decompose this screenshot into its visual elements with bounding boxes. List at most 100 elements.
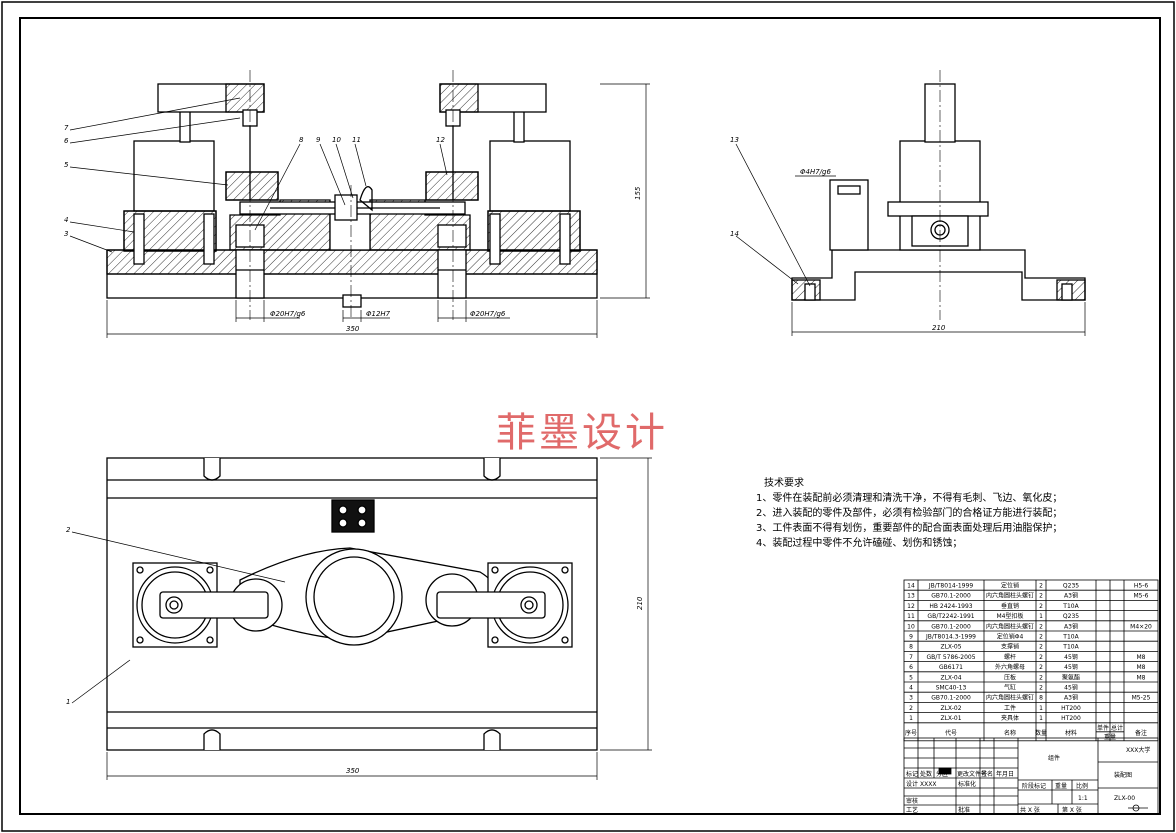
bom-cell-no: 1 bbox=[909, 715, 913, 722]
tb-sign: 签名 bbox=[981, 770, 993, 778]
balloon-11: 11 bbox=[352, 136, 361, 144]
dim-top-height: 210 bbox=[636, 596, 644, 610]
bom-cell-qty: 2 bbox=[1039, 593, 1043, 600]
bom-cell-qty: 2 bbox=[1039, 603, 1043, 610]
bom-cell-note: M8 bbox=[1137, 674, 1146, 681]
bom-table bbox=[903, 579, 1159, 742]
bom-cell-note: M8 bbox=[1137, 654, 1146, 661]
tb-std: 标准化 bbox=[958, 780, 976, 788]
balloon-6: 6 bbox=[64, 137, 69, 145]
bom-cell-mat: T10A bbox=[1062, 634, 1079, 641]
tech-item: 4、装配过程中零件不允许磕碰、划伤和锈蚀； bbox=[756, 538, 963, 549]
bom-cell-code: HB 2424-1993 bbox=[929, 603, 972, 610]
bom-cell-name: 内六角圆柱头螺钉 bbox=[986, 592, 1034, 600]
tb-scale-val: 1:1 bbox=[1078, 795, 1088, 802]
bom-cell-qty: 2 bbox=[1039, 634, 1043, 641]
dim-side-fit: Φ4H7/g6 bbox=[800, 168, 831, 176]
bom-cell-no: 4 bbox=[909, 685, 913, 692]
balloon-2: 2 bbox=[66, 526, 71, 534]
bom-cell-note: H5-6 bbox=[1134, 583, 1148, 590]
bom-cell-name: 内六角圆柱头螺钉 bbox=[986, 694, 1034, 702]
bom-cell-mat: 聚氨酯 bbox=[1062, 673, 1080, 681]
bom-cell-name: 气缸 bbox=[1004, 684, 1016, 692]
dim-side-width: 210 bbox=[932, 324, 946, 332]
bom-cell-code: SMC40-13 bbox=[936, 685, 967, 692]
tb-scale: 比例 bbox=[1076, 782, 1088, 790]
tb-design: 设计 bbox=[906, 780, 918, 788]
bom-cell-mat: 45钢 bbox=[1064, 653, 1078, 661]
tb-stage: 阶段标记 bbox=[1022, 782, 1046, 790]
bom-cell-no: 14 bbox=[907, 583, 915, 590]
bom-cell-qty: 1 bbox=[1039, 613, 1043, 620]
bom-header-unit: 单件 bbox=[1097, 724, 1109, 732]
bom-cell-qty: 2 bbox=[1039, 685, 1043, 692]
tb-review: 审核 bbox=[906, 797, 918, 805]
bom-cell-note: M5-25 bbox=[1132, 695, 1151, 702]
side-view bbox=[791, 70, 1086, 320]
bom-cell-name: 压板 bbox=[1004, 673, 1016, 681]
tech-item: 3、工件表面不得有划伤，重要部件的配合面表面处理后用油脂保护； bbox=[756, 523, 1063, 534]
watermark: 菲墨设计 bbox=[496, 410, 668, 456]
tech-item: 2、进入装配的零件及部件，必须有检验部门的合格证方能进行装配； bbox=[756, 508, 1063, 519]
bom-cell-name: 夹具体 bbox=[1001, 714, 1019, 722]
bom-header-mat: 材料 bbox=[1065, 729, 1077, 737]
tech-title: 技术要求 bbox=[764, 478, 804, 489]
tb-mark: 标记 bbox=[906, 770, 918, 778]
bom-cell-qty: 2 bbox=[1039, 674, 1043, 681]
tb-sheet: 第 X 张 bbox=[1062, 806, 1082, 814]
tb-approve: 批准 bbox=[958, 806, 970, 814]
bom-cell-code: GB70.1-2000 bbox=[931, 695, 971, 702]
bom-cell-code: GB70.1-2000 bbox=[931, 593, 971, 600]
balloon-9: 9 bbox=[316, 136, 321, 144]
tb-design-val: XXXX bbox=[920, 781, 936, 788]
bom-cell-no: 7 bbox=[909, 654, 913, 661]
bom-cell-no: 8 bbox=[909, 644, 913, 651]
bom-cell-qty: 2 bbox=[1039, 654, 1043, 661]
bom-cell-code: GB6171 bbox=[939, 664, 963, 671]
technical-requirements: 技术要求 1、零件在装配前必须清理和清洗干净，不得有毛刺、飞边、氧化皮； 2、进… bbox=[756, 476, 1062, 551]
front-view bbox=[106, 70, 598, 320]
bom-header-name: 名称 bbox=[1004, 729, 1016, 737]
bom-cell-mat: A3钢 bbox=[1064, 694, 1078, 702]
bom-header-total: 总计 bbox=[1111, 724, 1123, 732]
tb-group: 组件 bbox=[1048, 754, 1060, 762]
bom-cell-mat: A3钢 bbox=[1064, 592, 1078, 600]
tb-drawing: 装配图 bbox=[1114, 771, 1132, 779]
balloon-12: 12 bbox=[436, 136, 445, 144]
dim-front-height: 155 bbox=[634, 186, 642, 200]
bom-cell-code: JB/T8014-1999 bbox=[928, 583, 973, 590]
bom-cell-no: 5 bbox=[909, 674, 913, 681]
bom-cell-no: 2 bbox=[909, 705, 913, 712]
bom-cell-code: GB70.1-2000 bbox=[931, 623, 971, 630]
bom-cell-name: 定位销 bbox=[1001, 582, 1019, 590]
bom-cell-name: 定位销Φ4 bbox=[997, 633, 1024, 641]
bom-cell-qty: 2 bbox=[1039, 644, 1043, 651]
bom-header-code: 代号 bbox=[945, 729, 957, 737]
bom-cell-code: JB/T8014.3-1999 bbox=[925, 634, 976, 641]
bom-cell-qty: 1 bbox=[1039, 705, 1043, 712]
top-view bbox=[106, 457, 598, 751]
bom-cell-name: 工件 bbox=[1004, 704, 1016, 712]
bom-cell-mat: T10A bbox=[1062, 644, 1079, 651]
bom-header-no: 序号 bbox=[905, 729, 917, 737]
bom-cell-note: M8 bbox=[1137, 664, 1146, 671]
dim-fit-mid: Φ12H7 bbox=[366, 310, 391, 318]
dim-front-width: 350 bbox=[346, 325, 360, 333]
balloon-7: 7 bbox=[64, 124, 69, 132]
balloon-3: 3 bbox=[64, 230, 68, 238]
bom-header-note: 备注 bbox=[1135, 729, 1147, 737]
tb-count: 处数 bbox=[920, 770, 932, 778]
bom-cell-code: ZLX-01 bbox=[940, 715, 961, 722]
bom-cell-mat: 45钢 bbox=[1064, 663, 1078, 671]
bom-cell-no: 3 bbox=[909, 695, 913, 702]
bom-cell-code: ZLX-05 bbox=[940, 644, 961, 651]
tb-change-no: 更改文件号 bbox=[957, 770, 987, 778]
bom-header-qty: 数量 bbox=[1035, 729, 1047, 737]
balloon-13: 13 bbox=[730, 136, 739, 144]
bom-cell-name: 外六角螺母 bbox=[995, 663, 1025, 671]
tb-weight: 重量 bbox=[1055, 782, 1067, 790]
balloon-14: 14 bbox=[730, 230, 739, 238]
dim-fit-right: Φ20H7/g6 bbox=[470, 310, 506, 318]
bom-cell-no: 11 bbox=[907, 613, 915, 620]
bom-cell-mat: A3钢 bbox=[1064, 622, 1078, 630]
